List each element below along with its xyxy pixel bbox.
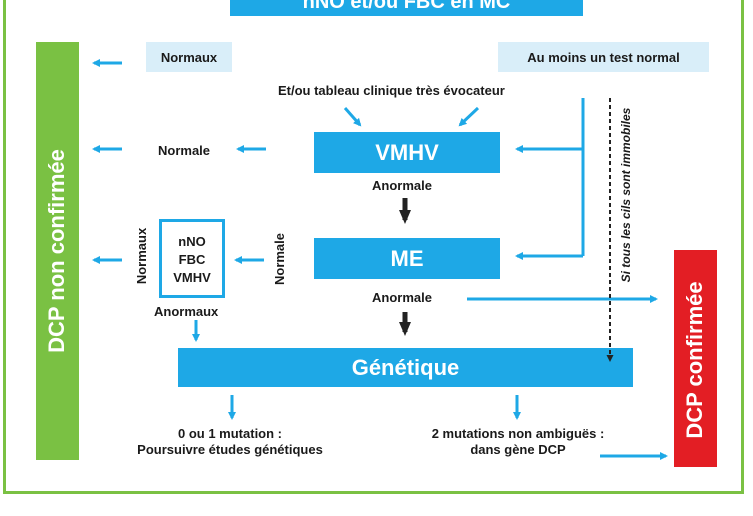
arrow-clinical-right xyxy=(458,106,480,127)
test-normal-box: Au moins un test normal xyxy=(498,42,709,72)
genetique-box: Génétique xyxy=(178,348,633,387)
outcome-right: 2 mutations non ambiguës : dans gène DCP xyxy=(418,426,618,458)
arrow-clinical-left xyxy=(343,107,362,127)
diagram-frame xyxy=(3,0,744,494)
vmhv-label: VMHV xyxy=(375,139,439,165)
dcp-confirmee-bar: DCP confirmée xyxy=(674,250,717,467)
retest-abnormal-label: Anormaux xyxy=(154,304,219,319)
outcome-left-line2: Poursuivre études génétiques xyxy=(137,442,323,457)
test-normal-label: Au moins un test normal xyxy=(527,49,680,65)
top-box: nNO et/ou FBC en MC xyxy=(230,0,583,16)
clinical-note: Et/ou tableau clinique très évocateur xyxy=(278,83,505,98)
retest-item-nno: nNO xyxy=(178,234,206,249)
vmhv-abnormal-label: Anormale xyxy=(372,178,432,193)
retest-item-vmhv: VMHV xyxy=(173,270,211,285)
outcome-right-line1: 2 mutations non ambiguës : xyxy=(431,426,605,441)
retest-box: nNO FBC VMHV xyxy=(159,219,225,298)
me-label: ME xyxy=(390,245,424,271)
me-abnormal-label: Anormale xyxy=(372,290,432,305)
genetique-label: Génétique xyxy=(351,354,460,380)
normaux-top-label: Normaux xyxy=(160,49,218,65)
vmhv-box: VMHV xyxy=(314,132,500,173)
retest-item-fbc: FBC xyxy=(178,252,206,267)
dcp-non-confirmee-bar: DCP non confirmée xyxy=(36,42,79,460)
normaux-top-box: Normaux xyxy=(146,42,232,72)
vmhv-normal-label: Normale xyxy=(158,143,211,158)
top-box-label: nNO et/ou FBC en MC xyxy=(302,0,511,13)
me-box: ME xyxy=(314,238,500,279)
outcome-right-line2: dans gène DCP xyxy=(470,442,566,457)
outcome-left: 0 ou 1 mutation : Poursuivre études géné… xyxy=(110,426,350,458)
outcome-left-line1: 0 ou 1 mutation : xyxy=(178,426,282,441)
